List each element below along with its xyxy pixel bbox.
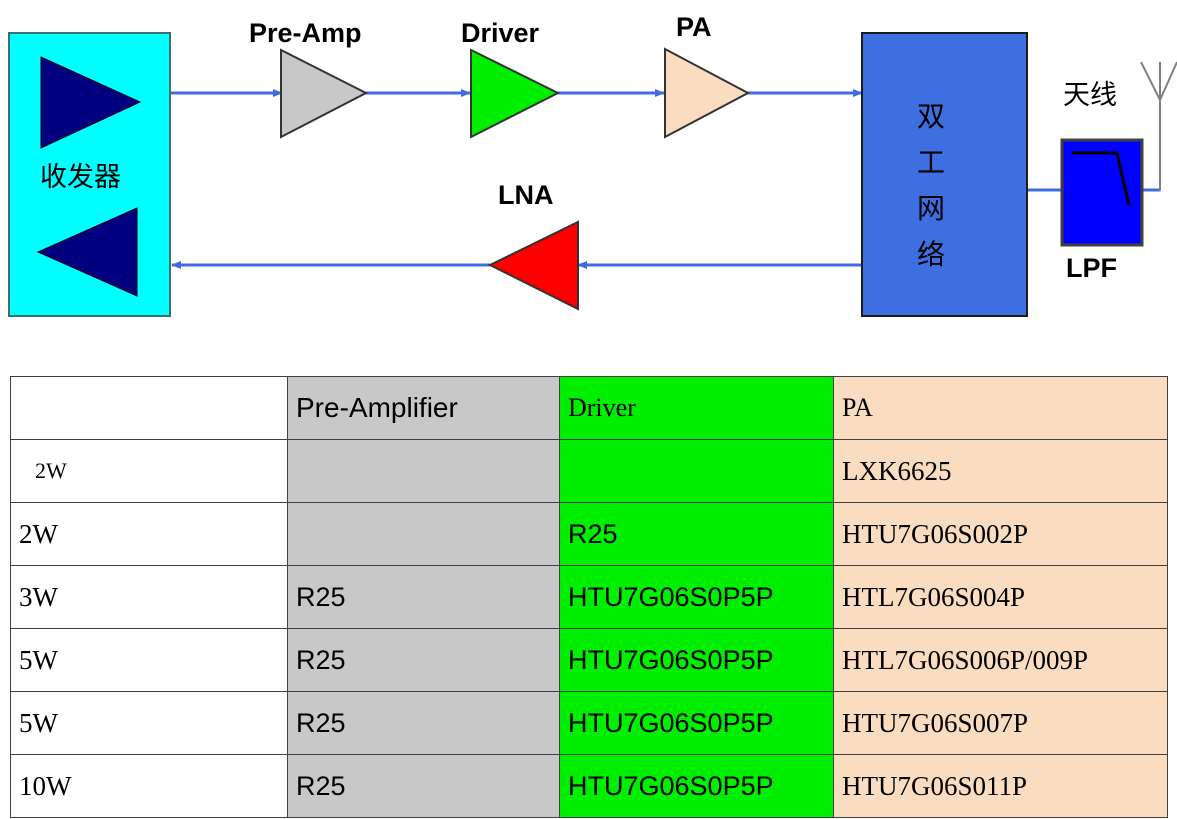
cell-pa: HTU7G06S002P	[833, 502, 1168, 566]
table-row[interactable]: 10W R25 HTU7G06S0P5P HTU7G06S011P	[10, 754, 1168, 818]
duplexer-char-3: 络	[917, 238, 945, 271]
antenna-arm-left	[1140, 61, 1161, 101]
cell-preamp: R25	[287, 754, 560, 818]
column-header-pre-amplifier: Pre-Amplifier	[287, 376, 560, 440]
cell-driver: HTU7G06S0P5P	[559, 628, 834, 692]
cell-power: 10W	[10, 754, 288, 818]
cell-driver: HTU7G06S0P5P	[559, 691, 834, 755]
pa-block[interactable]: PA	[664, 12, 751, 139]
column-header-pa: PA	[833, 376, 1168, 440]
table-header-row: Pre-Amplifier Driver PA	[10, 376, 1168, 440]
driver-triangle	[470, 48, 561, 139]
cell-pa: LXK6625	[833, 439, 1168, 503]
transceiver-tx-triangle	[40, 56, 142, 149]
lna-label: LNA	[498, 180, 554, 210]
lpf-label: LPF	[1066, 253, 1117, 283]
table-row[interactable]: 5W R25 HTU7G06S0P5P HTL7G06S006P/009P	[10, 628, 1168, 692]
driver-block[interactable]: Driver	[461, 18, 561, 139]
lpf-body	[1060, 138, 1144, 247]
duplexer-body	[861, 32, 1028, 317]
lna-block[interactable]: LNA	[487, 180, 579, 311]
cell-preamp	[287, 439, 560, 503]
cell-preamp	[287, 502, 560, 566]
cell-power: 5W	[10, 691, 288, 755]
pa-triangle	[664, 47, 751, 139]
table-row[interactable]: 3W R25 HTU7G06S0P5P HTL7G06S004P	[10, 565, 1168, 629]
block-diagram: 收发器 Pre-Amp Driver PA LNA 双 工 网 络	[0, 0, 1177, 365]
duplexer-char-0: 双	[917, 100, 945, 133]
transceiver-block[interactable]: 收发器	[8, 32, 171, 317]
cell-driver: R25	[559, 502, 834, 566]
lpf-block[interactable]: LPF	[1060, 138, 1144, 283]
transceiver-rx-triangle	[36, 207, 138, 297]
antenna-arm-right	[1159, 61, 1177, 101]
cell-preamp: R25	[287, 565, 560, 629]
driver-label: Driver	[461, 18, 540, 48]
antenna-symbol[interactable]: 天线	[1063, 61, 1177, 191]
power-lineup-table: Pre-Amplifier Driver PA 2W LXK6625 2W R2…	[10, 376, 1168, 818]
cell-preamp: R25	[287, 628, 560, 692]
table-row[interactable]: 2W R25 HTU7G06S002P	[10, 502, 1168, 566]
table-row[interactable]: 2W LXK6625	[10, 439, 1168, 503]
spec-table-container: Pre-Amplifier Driver PA 2W LXK6625 2W R2…	[10, 376, 1168, 818]
signal-paths	[170, 89, 1160, 269]
preamp-label: Pre-Amp	[249, 18, 362, 48]
duplexer-block[interactable]: 双 工 网 络	[861, 32, 1028, 317]
preamp-triangle	[280, 48, 369, 139]
cell-power: 3W	[10, 565, 288, 629]
cell-driver	[559, 439, 834, 503]
pa-label: PA	[676, 12, 712, 42]
table-row[interactable]: 5W R25 HTU7G06S0P5P HTU7G06S007P	[10, 691, 1168, 755]
cell-driver: HTU7G06S0P5P	[559, 565, 834, 629]
column-header-driver: Driver	[559, 376, 834, 440]
cell-pa: HTL7G06S006P/009P	[833, 628, 1168, 692]
column-header-power	[10, 376, 288, 440]
transceiver-label: 收发器	[40, 162, 121, 193]
duplexer-char-1: 工	[917, 146, 945, 179]
lpf-response-curve	[1072, 151, 1131, 206]
cell-power: 5W	[10, 628, 288, 692]
lna-triangle	[487, 220, 579, 311]
cell-preamp: R25	[287, 691, 560, 755]
cell-pa: HTU7G06S011P	[833, 754, 1168, 818]
cell-pa: HTL7G06S004P	[833, 565, 1168, 629]
preamp-block[interactable]: Pre-Amp	[249, 18, 369, 139]
duplexer-char-2: 网	[917, 192, 945, 225]
cell-driver: HTU7G06S0P5P	[559, 754, 834, 818]
cell-power: 2W	[10, 439, 288, 503]
cell-pa: HTU7G06S007P	[833, 691, 1168, 755]
antenna-label: 天线	[1063, 80, 1117, 111]
cell-power: 2W	[10, 502, 288, 566]
